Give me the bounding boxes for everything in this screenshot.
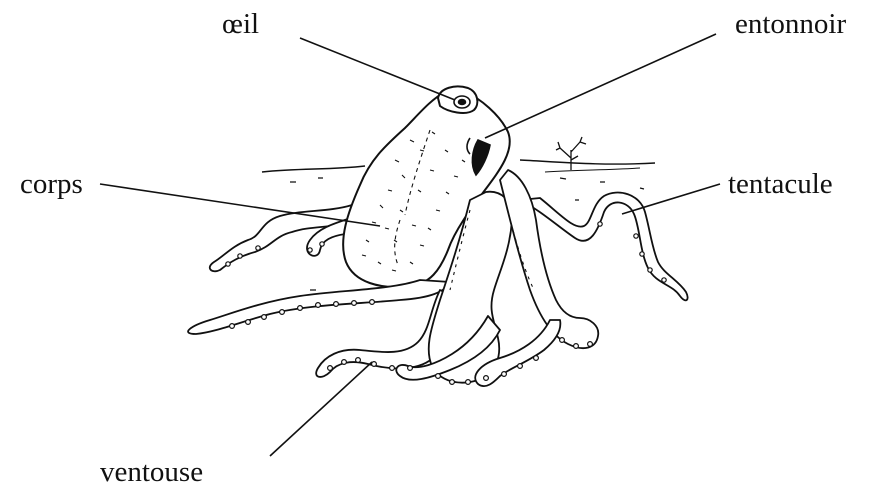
leader-oeil [300,38,455,100]
label-oeil: œil [222,10,259,39]
label-ventouse: ventouse [100,458,203,487]
leader-entonnoir [485,34,716,138]
label-corps: corps [20,170,83,199]
label-entonnoir: entonnoir [735,10,846,39]
label-tentacule: tentacule [728,170,833,199]
leader-corps [100,184,380,226]
seaweed-plant [556,137,586,170]
